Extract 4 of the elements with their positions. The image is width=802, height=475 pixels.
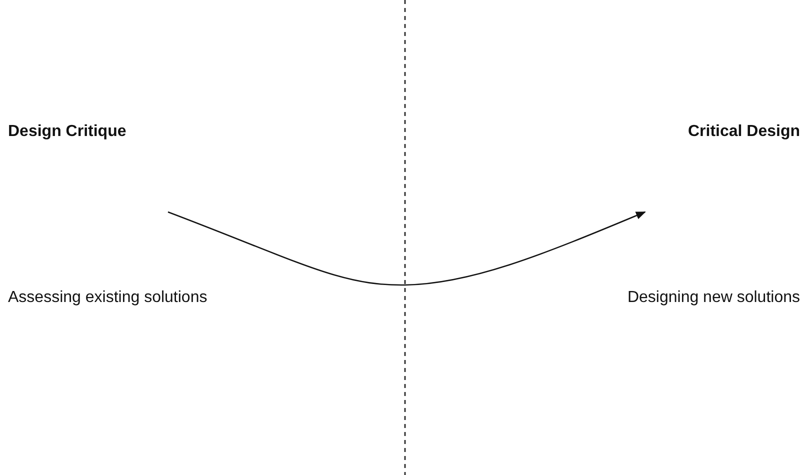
description-text: Assessing existing solutions bbox=[8, 288, 208, 308]
description-text: Designing new solutions bbox=[627, 288, 800, 308]
heading: Design Critique bbox=[8, 122, 126, 142]
heading: Critical Design bbox=[688, 122, 800, 142]
